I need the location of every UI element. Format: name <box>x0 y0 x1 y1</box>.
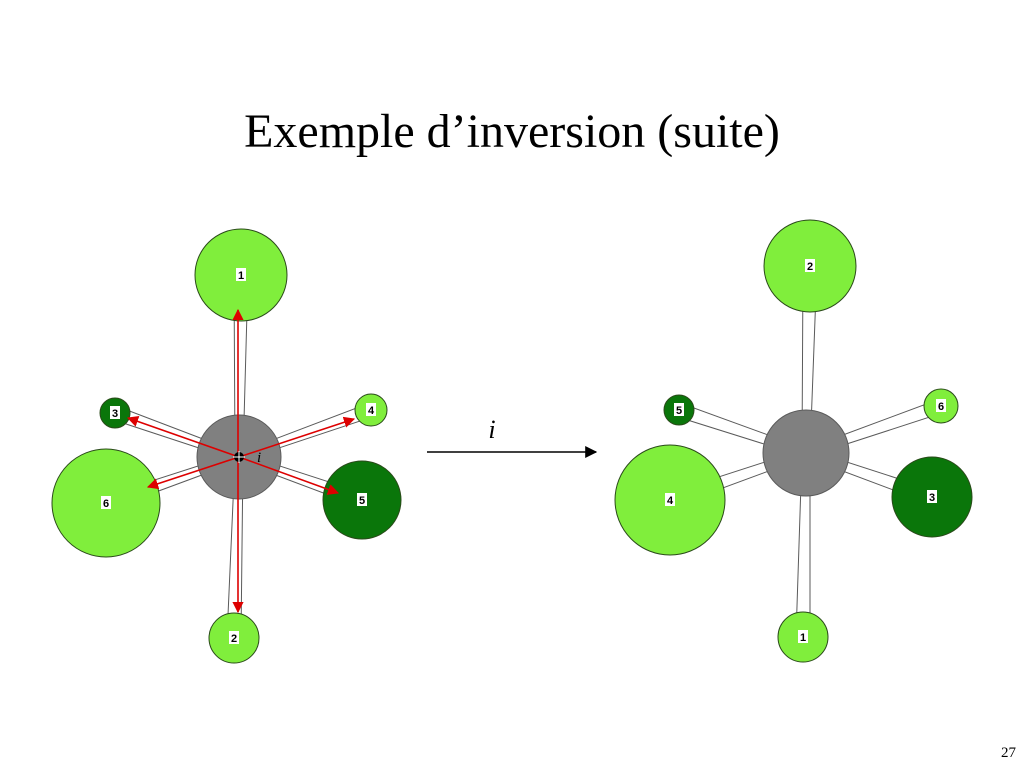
molecule-before-inversion: 1 2 3 4 5 6 <box>51 228 402 664</box>
ligand-label: 3 <box>929 492 935 504</box>
ligand-label-bg <box>798 630 808 643</box>
ligand-label-bg <box>927 490 937 503</box>
ligand-label-bg <box>236 268 246 281</box>
inversion-center-label: i <box>257 450 261 466</box>
ligand-label: 1 <box>238 270 244 282</box>
ligand-label: 2 <box>807 261 813 273</box>
ligand-label: 4 <box>667 495 674 507</box>
ligand-label-bg <box>805 259 815 272</box>
ligand-label-bg <box>936 399 946 412</box>
ligand-label: 5 <box>359 495 365 507</box>
central-atom <box>762 409 850 497</box>
ligand-label: 6 <box>938 401 944 413</box>
operation-arrow: i <box>427 415 598 458</box>
molecule-after-inversion: 2 1 5 6 3 4 <box>614 219 973 663</box>
ligand-label: 2 <box>231 633 237 645</box>
ligand-label-bg <box>101 496 111 509</box>
page-number: 27 <box>1001 745 1016 761</box>
ligand-label-bg <box>357 493 367 506</box>
ligand-label-bg <box>665 493 675 506</box>
slide-title: Exemple d’inversion (suite) <box>244 105 780 158</box>
ligand-label-bg <box>110 406 120 419</box>
operation-label: i <box>488 415 495 444</box>
ligand-label-bg <box>229 631 239 644</box>
ligand-label: 5 <box>676 405 682 417</box>
inversion-vectors: i <box>126 308 356 614</box>
ligand-label-bg <box>366 403 376 416</box>
ligand-label: 6 <box>103 498 109 510</box>
ligand-label: 4 <box>368 405 375 417</box>
ligand-label-bg <box>674 403 684 416</box>
ligand-label: 1 <box>800 632 806 644</box>
ligand-label: 3 <box>112 408 118 420</box>
